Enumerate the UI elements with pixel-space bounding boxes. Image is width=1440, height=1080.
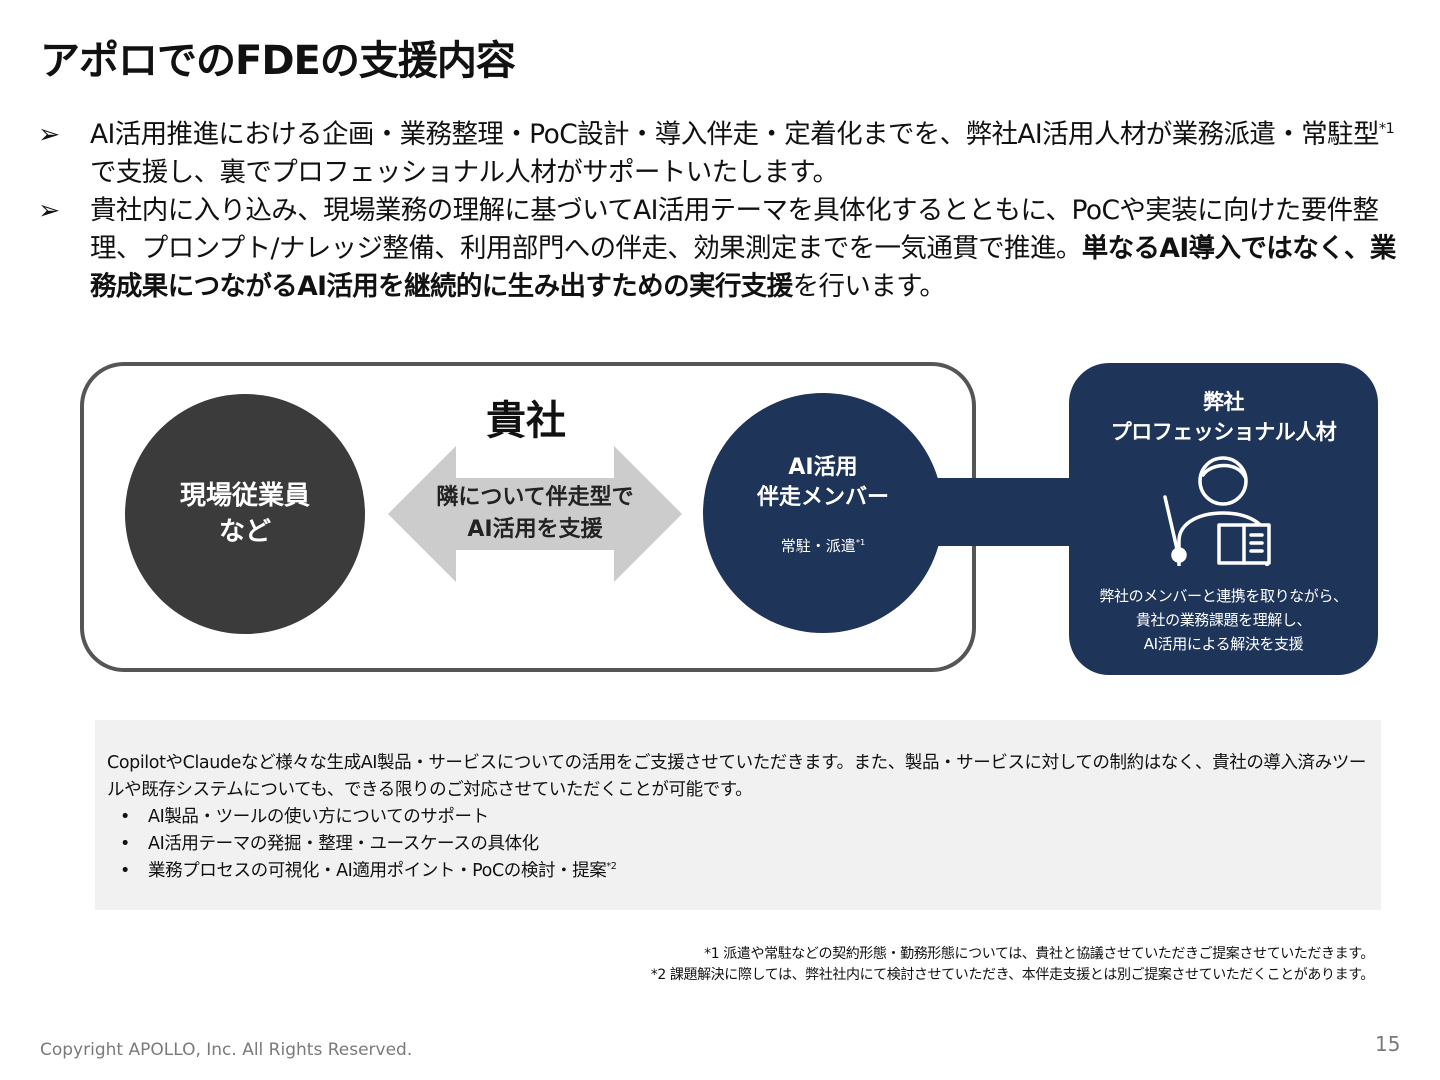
copyright-text: Copyright APOLLO, Inc. All Rights Reserv… — [40, 1040, 413, 1060]
bullet-1-text-b: で支援し、裏でプロフェッショナル人材がサポートいたします。 — [90, 157, 839, 188]
ai-member-sub-text: 常駐・派遣 — [780, 537, 856, 555]
company-description: 弊社のメンバーと連携を取りながら、 貴社の業務課題を理解し、 AI活用による解決… — [1069, 584, 1378, 656]
field-staff-circle: 現場従業員 など — [125, 394, 365, 634]
support-intro: CopilotやClaudeなど様々な生成AI製品・サービスについての活用をご支… — [107, 753, 1367, 800]
client-label: 貴社 — [486, 398, 566, 444]
ai-member-line-2: 伴走メンバー — [756, 485, 889, 510]
company-desc-line-3: AI活用による解決を支援 — [1143, 635, 1304, 653]
arrow-label-line-1: 隣について伴走型で — [436, 485, 634, 510]
company-title: 弊社 プロフェッショナル人材 — [1069, 387, 1378, 447]
ai-member-circle: AI活用 伴走メンバー 常駐・派遣*1 — [703, 393, 943, 633]
field-staff-line-1: 現場従業員 — [179, 481, 310, 511]
bullet-1-footnote-ref: *1 — [1378, 120, 1395, 138]
footnote-1: *1 派遣や常駐などの契約形態・勤務形態については、貴社と協議させていただきご提… — [704, 946, 1374, 962]
bullet-2-text-end: を行います。 — [792, 271, 946, 302]
bullet-1-text-a: AI活用推進における企画・業務整理・PoC設計・導入伴走・定着化までを、弊社AI… — [90, 119, 1379, 150]
company-professional-box: 弊社 プロフェッショナル人材 弊社のメンバーと連携を取りながら、 貴社の業務課題… — [1069, 363, 1378, 675]
arrow-label-line-2: AI活用を支援 — [467, 517, 603, 542]
bullet-2-bold-text: 単なるAI導入ではなく、業務成果につながるAI活用を継続的に生み出すための実行支… — [90, 233, 1396, 302]
bullet-item-2: ➢ 貴社内に入り込み、現場業務の理解に基づいてAI活用テーマを具体化するとともに… — [38, 192, 1408, 306]
ai-member-footnote-ref: *1 — [855, 537, 866, 547]
support-list-item-2: AI活用テーマの発掘・整理・ユースケースの具体化 — [107, 831, 1367, 858]
teacher-presenting-icon — [1163, 456, 1271, 566]
support-info-box: CopilotやClaudeなど様々な生成AI製品・サービスについての活用をご支… — [95, 720, 1381, 910]
arrow-bullet-icon: ➢ — [38, 119, 60, 150]
ai-member-line-1: AI活用 — [788, 455, 858, 480]
bullet-item-1: ➢ AI活用推進における企画・業務整理・PoC設計・導入伴走・定着化までを、弊社… — [38, 116, 1408, 192]
page-number: 15 — [1375, 1032, 1401, 1056]
support-list: AI製品・ツールの使い方についてのサポート AI活用テーマの発掘・整理・ユースケ… — [107, 804, 1367, 885]
support-item-3-footnote-ref: *2 — [606, 861, 617, 873]
footnote-2: *2 課題解決に際しては、弊社社内にて検討させていただき、本伴走支援とは別ご提案… — [650, 967, 1375, 983]
double-arrow-icon — [388, 446, 682, 582]
field-staff-line-2: など — [218, 517, 271, 547]
company-title-line-1: 弊社 — [1203, 390, 1245, 414]
bullet-list: ➢ AI活用推進における企画・業務整理・PoC設計・導入伴走・定着化までを、弊社… — [38, 116, 1408, 306]
connector-bar — [920, 478, 1080, 546]
support-list-item-3: 業務プロセスの可視化・AI適用ポイント・PoCの検討・提案*2 — [107, 858, 1367, 885]
company-title-line-2: プロフェッショナル人材 — [1110, 420, 1337, 444]
arrow-bullet-icon: ➢ — [38, 195, 60, 226]
bullet-2-text-a: 貴社内に入り込み、現場業務の理解に基づいてAI活用テーマを具体化するとともに、P… — [90, 195, 1379, 264]
company-desc-line-1: 弊社のメンバーと連携を取りながら、 — [1099, 587, 1348, 605]
double-arrow-label: 隣について伴走型で AI活用を支援 — [400, 482, 670, 546]
ai-member-title: AI活用 伴走メンバー — [703, 453, 943, 513]
ai-member-subtitle: 常駐・派遣*1 — [703, 535, 943, 556]
company-desc-line-2: 貴社の業務課題を理解し、 — [1135, 611, 1312, 629]
footnotes: *1 派遣や常駐などの契約形態・勤務形態については、貴社と協議させていただきご提… — [650, 944, 1375, 986]
support-list-item-1: AI製品・ツールの使い方についてのサポート — [107, 804, 1367, 831]
slide-title: アポロでのFDEの支援内容 — [40, 38, 516, 84]
support-list-item-3-text: 業務プロセスの可視化・AI適用ポイント・PoCの検討・提案 — [148, 861, 607, 881]
